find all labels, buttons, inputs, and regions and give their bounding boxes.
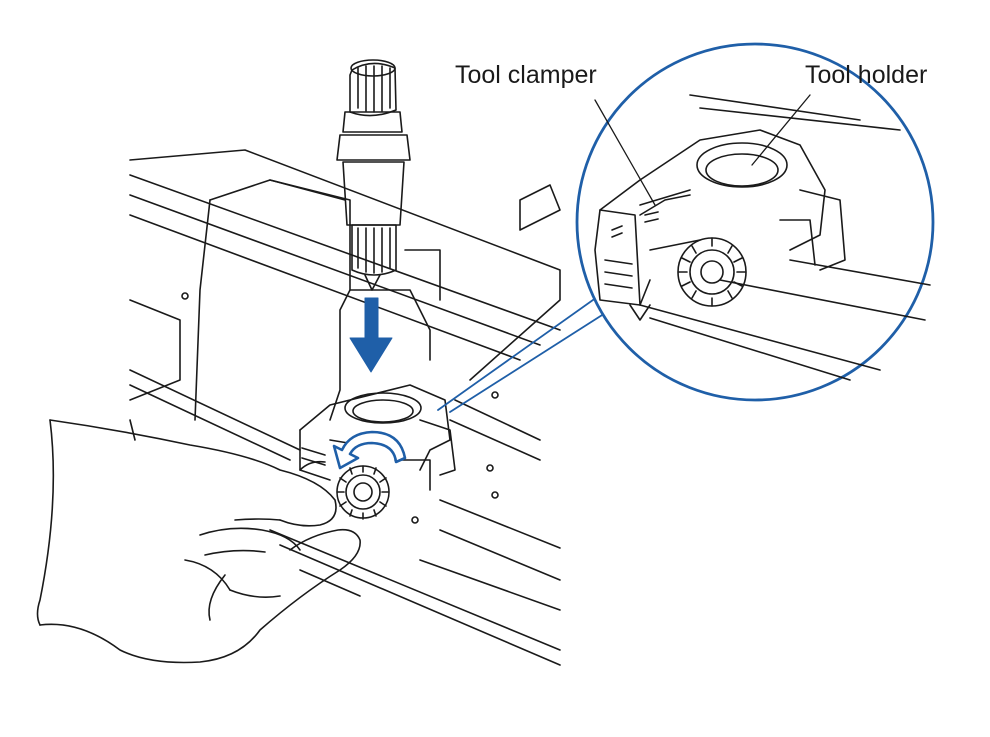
rails bbox=[269, 499, 561, 666]
carriage-head bbox=[194, 179, 561, 421]
label-leaders bbox=[594, 94, 811, 206]
knob-main bbox=[336, 465, 390, 520]
cutter-tool bbox=[336, 59, 411, 291]
tool-holder-label: Tool holder bbox=[805, 61, 928, 89]
plotter-body bbox=[129, 149, 561, 524]
magnified-contents bbox=[594, 94, 931, 381]
down-arrow-icon bbox=[349, 297, 393, 373]
tool-holder-main bbox=[299, 384, 456, 491]
magnified-view bbox=[575, 42, 935, 402]
rotate-arrow-icon bbox=[332, 430, 407, 470]
hand bbox=[36, 419, 361, 664]
callout-lines bbox=[437, 294, 611, 413]
tool-clamper-label: Tool clamper bbox=[455, 61, 597, 89]
